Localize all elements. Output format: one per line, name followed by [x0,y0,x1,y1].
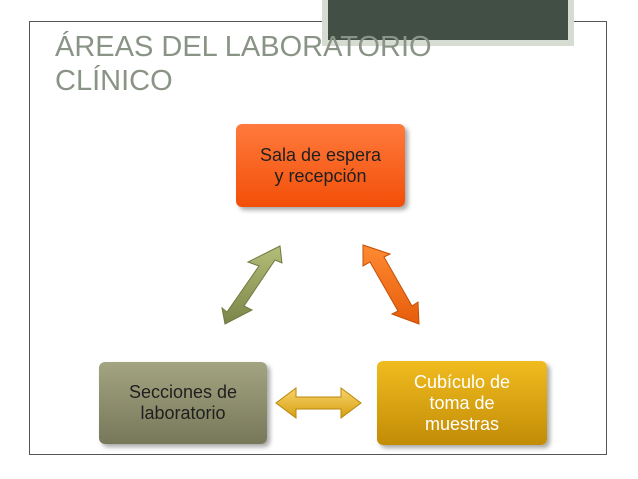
node-sampling-cubicle: Cubículo de toma de muestras [377,361,547,445]
arrow-bottom-connector [275,387,362,419]
slide-title: ÁREAS DEL LABORATORIO CLÍNICO [55,30,535,98]
node-waiting-room: Sala de espera y recepción [236,124,405,207]
header-band [322,0,574,46]
title-line-2: CLÍNICO [55,65,173,97]
node-sampling-cubicle-label: Cubículo de toma de muestras [413,371,511,434]
node-waiting-room-label: Sala de espera y recepción [259,144,382,186]
node-lab-sections: Secciones de laboratorio [99,362,267,444]
arrow-right-connector [362,244,420,325]
node-lab-sections-label: Secciones de laboratorio [128,382,238,423]
arrow-left-connector [221,245,283,325]
title-line-1: ÁREAS DEL LABORATORIO [55,31,432,63]
